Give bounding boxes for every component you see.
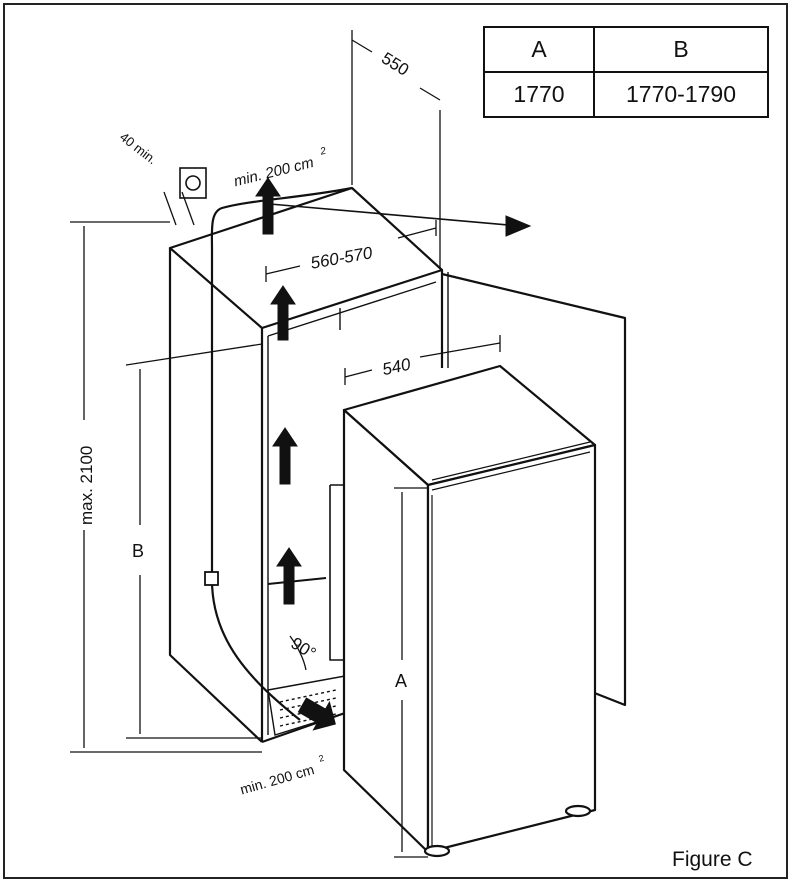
angle-arc [289, 635, 307, 671]
label-depth-550: 550 [378, 48, 412, 79]
label-vent-top-sup: 2 [318, 145, 327, 157]
table-value-a: 1770 [483, 71, 595, 118]
niche-inner-frame [267, 281, 437, 735]
arrow-up-1 [270, 285, 296, 341]
label-vent-bottom-sup: 2 [318, 753, 326, 764]
door-panel [441, 272, 627, 707]
socket-box [179, 167, 207, 199]
airflow-arrows [255, 177, 532, 731]
label-angle-90: 90° [288, 634, 320, 664]
label-dim-b: B [132, 541, 144, 561]
label-vent-bottom-group: min. 200 cm 2 [238, 753, 326, 798]
airflow-exit-line [269, 203, 521, 227]
label-vent-top-group: min. 200 cm 2 [232, 145, 328, 190]
dim-a-extension [394, 487, 428, 858]
dim-b-extension [125, 343, 263, 739]
arrow-in-bottom [297, 697, 336, 731]
arrow-exit-head [505, 215, 532, 237]
label-width-540: 540 [380, 355, 412, 380]
appliance [329, 364, 597, 858]
dim-550-line [351, 39, 441, 101]
dimension-lines [70, 30, 501, 858]
label-figure-c: Figure C [672, 848, 753, 871]
arrow-up-3 [276, 547, 302, 605]
label-gap-40: 40 min. [117, 129, 160, 167]
arrow-up-2 [272, 427, 298, 485]
socket-circle [185, 175, 201, 191]
appliance-foot-right [564, 804, 592, 818]
label-dim-a: A [395, 671, 407, 691]
appliance-side [342, 408, 430, 854]
table-header-b: B [593, 26, 769, 73]
appliance-foot-left [423, 844, 451, 858]
dim-2100-extension [70, 221, 262, 753]
appliance-top-strip [431, 441, 591, 491]
dim-560-line [265, 227, 437, 275]
appliance-hinge-bracket [329, 484, 344, 661]
airflow [204, 186, 521, 721]
power-plug [204, 571, 219, 586]
table-header-a: A [483, 26, 595, 73]
table-value-row: 1770 1770-1790 [483, 71, 769, 118]
appliance-front [426, 443, 597, 854]
label-width-560-570: 560-570 [309, 243, 374, 273]
arrow-up-top [255, 177, 281, 235]
niche-left-edge [168, 248, 263, 743]
wall-socket-icon [179, 167, 207, 199]
label-vent-top: min. 200 cm [232, 154, 315, 190]
table-value-b: 1770-1790 [593, 71, 769, 118]
shelf-line [267, 577, 327, 585]
dim-560-ticks [265, 220, 437, 282]
dim-540-line [344, 335, 501, 385]
airflow-cord [210, 186, 353, 721]
dim-550-extension [351, 30, 441, 268]
dimensions-table: A B 1770 1770-1790 [483, 26, 769, 118]
table-header-row: A B [483, 26, 769, 73]
label-vent-bottom: min. 200 cm [238, 761, 316, 797]
niche-top [168, 186, 444, 330]
label-max-height-2100: max. 2100 [77, 446, 96, 525]
dim-40-extension [163, 191, 195, 226]
